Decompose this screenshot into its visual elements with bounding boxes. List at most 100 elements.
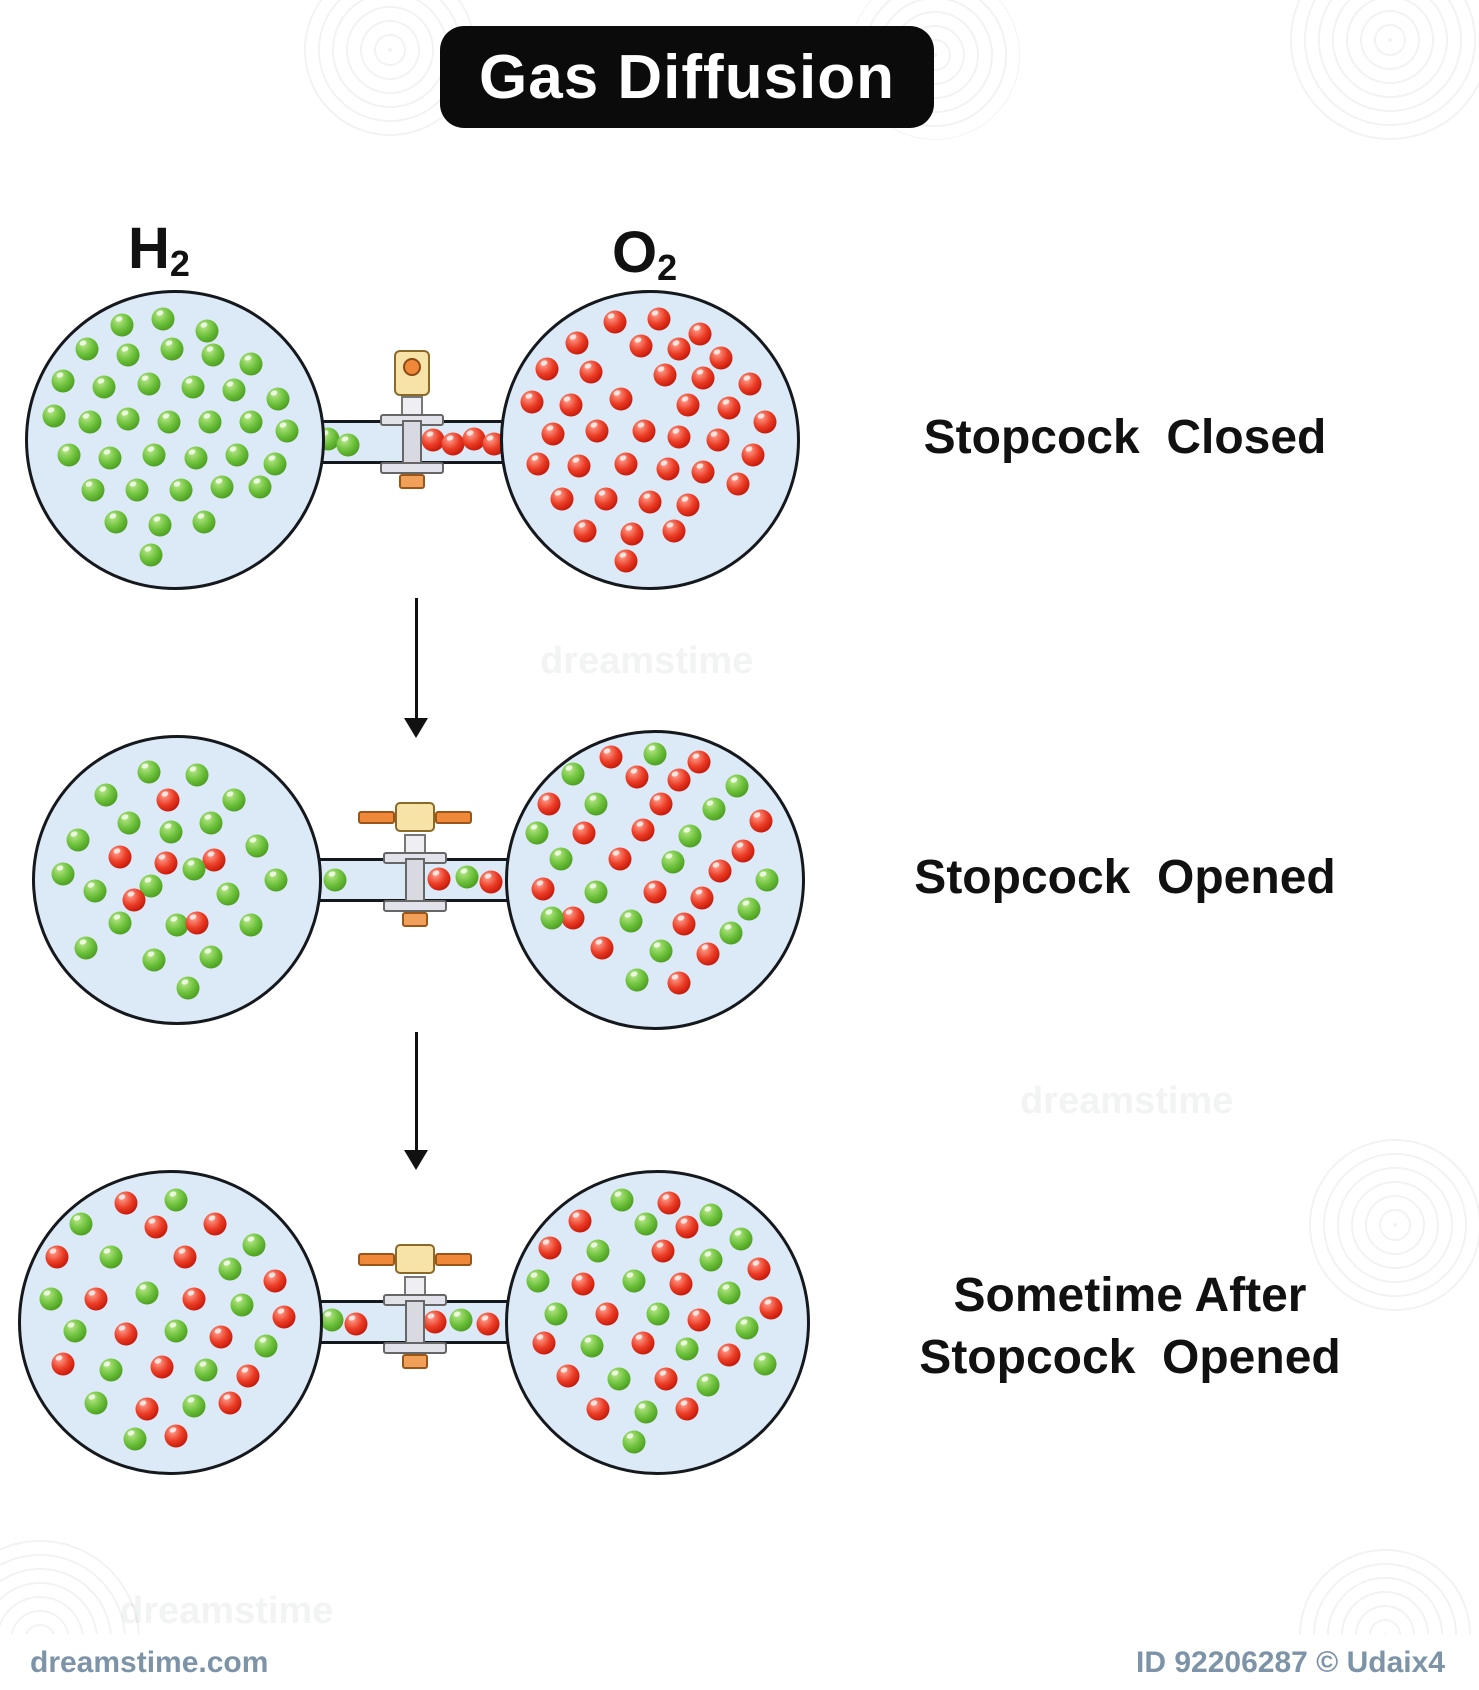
red-molecule [203,1212,227,1236]
green-molecule [66,828,90,852]
red-molecule [476,1312,500,1336]
green-molecule [169,478,193,502]
green-molecule [634,1212,658,1236]
valve-collar [383,900,447,912]
red-molecule [749,809,773,833]
red-molecule [741,443,765,467]
red-molecule [535,357,559,381]
red-molecule [676,393,700,417]
green-molecule [51,369,75,393]
watermark-site-label: dreamstime.com [30,1646,269,1679]
o2-symbol: O [612,220,658,285]
green-molecule [165,913,189,937]
green-molecule [157,410,181,434]
stopcock-valve [355,1230,475,1380]
green-molecule [336,433,360,457]
green-molecule [675,1337,699,1361]
red-molecule [717,396,741,420]
red-molecule [643,880,667,904]
red-molecule [182,1287,206,1311]
green-molecule [222,788,246,812]
green-molecule [210,475,234,499]
red-molecule [649,792,673,816]
green-molecule [625,968,649,992]
red-molecule [114,1191,138,1215]
red-molecule [609,387,633,411]
stage-caption: Stopcock Opened [914,851,1336,904]
watermark-swirl [1290,0,1479,140]
green-molecule [755,868,779,892]
red-molecule [717,1343,741,1367]
red-molecule [590,936,614,960]
stopcock-handle-open-icon [395,1244,435,1274]
green-molecule [584,880,608,904]
stopcock-handle-bar-icon [435,811,472,824]
green-molecule [225,443,249,467]
green-molecule [160,337,184,361]
red-molecule [620,522,644,546]
red-molecule [691,460,715,484]
green-molecule [94,783,118,807]
red-molecule [565,331,588,355]
red-molecule [672,912,696,936]
red-molecule [572,821,596,845]
green-molecule [57,443,81,467]
green-molecule [83,879,107,903]
red-molecule [632,419,656,443]
green-molecule [218,1257,242,1281]
green-molecule [661,850,685,874]
valve-tab [402,912,428,927]
green-molecule [142,948,166,972]
green-molecule [699,1248,723,1272]
red-molecule [156,788,180,812]
green-molecule [239,410,263,434]
red-molecule [631,1331,655,1355]
green-molecule [148,513,172,537]
green-molecule [737,897,761,921]
green-molecule [242,1233,266,1257]
left-flask [18,1170,323,1475]
green-molecule [239,352,263,376]
red-molecule [218,1391,242,1415]
green-molecule [199,811,223,835]
green-molecule [184,446,208,470]
green-molecule [634,1400,658,1424]
green-molecule [139,543,163,567]
red-molecule [662,519,686,543]
red-molecule [706,428,730,452]
red-molecule [108,845,132,869]
green-molecule [719,921,743,945]
green-molecule [735,1316,759,1340]
green-molecule [580,1334,604,1358]
red-molecule [687,750,711,774]
green-molecule [181,375,205,399]
watermark-text: dreamstime [540,640,754,682]
valve-body [405,858,425,904]
red-molecule [675,1397,699,1421]
green-molecule [42,404,66,428]
red-molecule [45,1245,69,1269]
green-molecule [646,1302,669,1326]
red-molecule [676,493,700,517]
stopcock-valve [352,350,472,500]
red-molecule [647,307,671,331]
red-molecule [586,1397,610,1421]
green-molecule [717,1281,741,1305]
green-molecule [649,939,673,963]
red-molecule [651,1239,675,1263]
green-molecule [81,478,105,502]
red-molecule [573,519,597,543]
green-molecule [526,1269,550,1293]
green-molecule [108,911,132,935]
red-molecule [537,792,561,816]
red-molecule [164,1424,188,1448]
red-molecule [690,886,714,910]
valve-tab [399,474,425,489]
green-molecule [116,407,140,431]
stage-caption: Stopcock Closed [923,411,1327,464]
left-flask [32,735,322,1025]
green-molecule [549,847,573,871]
watermark-text: dreamstime [120,1590,334,1632]
page-title: Gas Diffusion [478,42,896,112]
